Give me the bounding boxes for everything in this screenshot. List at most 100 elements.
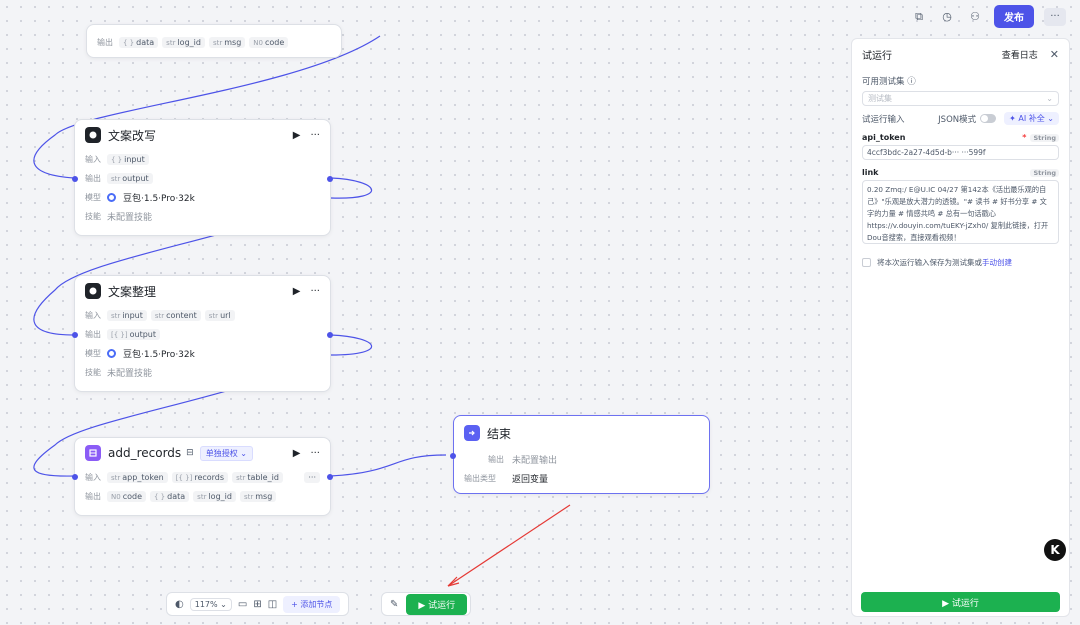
input-label: 输入 (85, 311, 101, 320)
output-type-value: 返回变量 (512, 475, 549, 485)
collaborator-icon[interactable]: ⚇ (970, 10, 980, 23)
input-label: 输入 (85, 473, 101, 482)
input-port[interactable] (72, 474, 78, 480)
field-type: String (1030, 133, 1059, 142)
wrench-icon[interactable]: ✎ (390, 598, 399, 610)
field-header: api_token * String (862, 133, 1059, 142)
exit-icon (464, 425, 480, 441)
save-testset-text: 将本次运行输入保存为测试集或 (877, 258, 982, 267)
canvas-toolbar: ◐ 117% ⌄ ▭ ⊞ ◫ + 添加节点 (166, 592, 350, 616)
output-port[interactable] (327, 176, 333, 182)
required-mark: * (1022, 133, 1027, 142)
history-icon[interactable]: ◷ (942, 10, 952, 23)
output-tag: [{ }]output (107, 329, 160, 340)
layout-icon[interactable]: ⊞ (253, 598, 262, 610)
testset-select[interactable]: 测试集⌄ (862, 91, 1059, 106)
model-name: 豆包·1.5·Pro·32k (123, 350, 195, 360)
input-port[interactable] (450, 453, 456, 459)
input-tag: { }input (107, 154, 149, 165)
skill-value: 未配置技能 (107, 213, 153, 223)
output-label: 输出 (85, 174, 101, 183)
play-icon[interactable]: ▶ (292, 285, 301, 297)
more-inputs-button[interactable]: ··· (304, 472, 320, 483)
plugin-icon (85, 445, 101, 461)
publish-button[interactable]: 发布 (994, 5, 1034, 28)
node-title: 结束 (487, 426, 512, 441)
input-tag: [{ }]records (171, 472, 229, 483)
llm-icon (85, 127, 101, 143)
testset-label: 可用测试集 ⓘ (862, 77, 916, 87)
output-tag: { }data (119, 37, 159, 48)
zoom-select[interactable]: 117% ⌄ (189, 597, 232, 611)
skill-label: 技能 (85, 212, 101, 221)
node-title: add_records (108, 446, 182, 460)
output-port[interactable] (327, 474, 333, 480)
auth-badge[interactable]: 单独授权 ⌄ (199, 445, 253, 461)
test-run-panel: 试运行 查看日志 ✕ 可用测试集 ⓘ 测试集⌄ 试运行输入 JSON模式 ✦ A… (851, 38, 1070, 617)
pointer-icon[interactable]: ◐ (175, 598, 184, 610)
skill-label: 技能 (85, 368, 101, 377)
node-title: 文案整理 (108, 284, 157, 299)
output-value: 未配置输出 (512, 456, 558, 466)
view-log-link[interactable]: 查看日志 (1001, 50, 1038, 61)
panel-title: 试运行 (862, 50, 892, 62)
model-icon (107, 193, 116, 202)
more-icon[interactable]: ··· (1044, 7, 1066, 26)
input-port[interactable] (72, 332, 78, 338)
more-icon[interactable]: ··· (310, 285, 320, 297)
input-port[interactable] (72, 176, 78, 182)
api-token-input[interactable]: 4ccf3bdc-2a27-4d5d-b··· ···599f (862, 145, 1059, 160)
field-type: String (1030, 168, 1059, 177)
link-textarea[interactable]: 0.20 Zmq:/ E@U.IC 04/27 第142本《活出最乐观的自己》"… (862, 180, 1059, 244)
copy-icon[interactable]: ⧉ (915, 9, 923, 23)
add-node-button[interactable]: + 添加节点 (283, 595, 341, 613)
llm-icon (85, 283, 101, 299)
brand-logo: K (1044, 539, 1066, 561)
model-label: 模型 (85, 349, 101, 358)
output-label: 输出 (488, 455, 504, 464)
comment-icon[interactable]: ▭ (237, 598, 248, 610)
play-icon[interactable]: ▶ (292, 447, 301, 459)
panel-run-button[interactable]: ▶ 试运行 (861, 592, 1060, 612)
manual-create-link[interactable]: 手动创建 (982, 258, 1012, 267)
node-title: 文案改写 (108, 128, 157, 143)
test-run-button[interactable]: ▶ 试运行 (406, 593, 468, 615)
minimap-icon[interactable]: ◫ (267, 598, 278, 610)
json-mode-label: JSON模式 (938, 114, 977, 125)
save-icon: ⊟ (186, 448, 194, 458)
save-testset-checkbox[interactable] (862, 258, 871, 267)
run-toolbar: ✎ ▶ 试运行 (381, 592, 472, 616)
field-header: link String (862, 168, 1059, 177)
more-icon[interactable]: ··· (310, 129, 320, 141)
output-label: 输出 (85, 330, 101, 339)
input-section-label: 试运行输入 (862, 114, 905, 125)
output-label: 输出 (97, 38, 113, 47)
more-icon[interactable]: ··· (310, 447, 320, 459)
output-type-label: 输出类型 (464, 474, 496, 483)
input-label: 输入 (85, 155, 101, 164)
top-bar: ⧉ ◷ ⚇ 发布 ··· (910, 5, 1066, 28)
end-node[interactable]: 结束 输出 未配置输出 输出类型 返回变量 (450, 415, 710, 494)
output-port[interactable] (327, 332, 333, 338)
ai-fill-button[interactable]: ✦ AI 补全 ⌄ (1004, 112, 1059, 125)
play-icon[interactable]: ▶ (292, 129, 301, 141)
field-name: link (862, 168, 879, 177)
field-name: api_token (862, 133, 906, 142)
json-mode-toggle[interactable] (980, 114, 997, 123)
close-icon[interactable]: ✕ (1049, 47, 1059, 61)
